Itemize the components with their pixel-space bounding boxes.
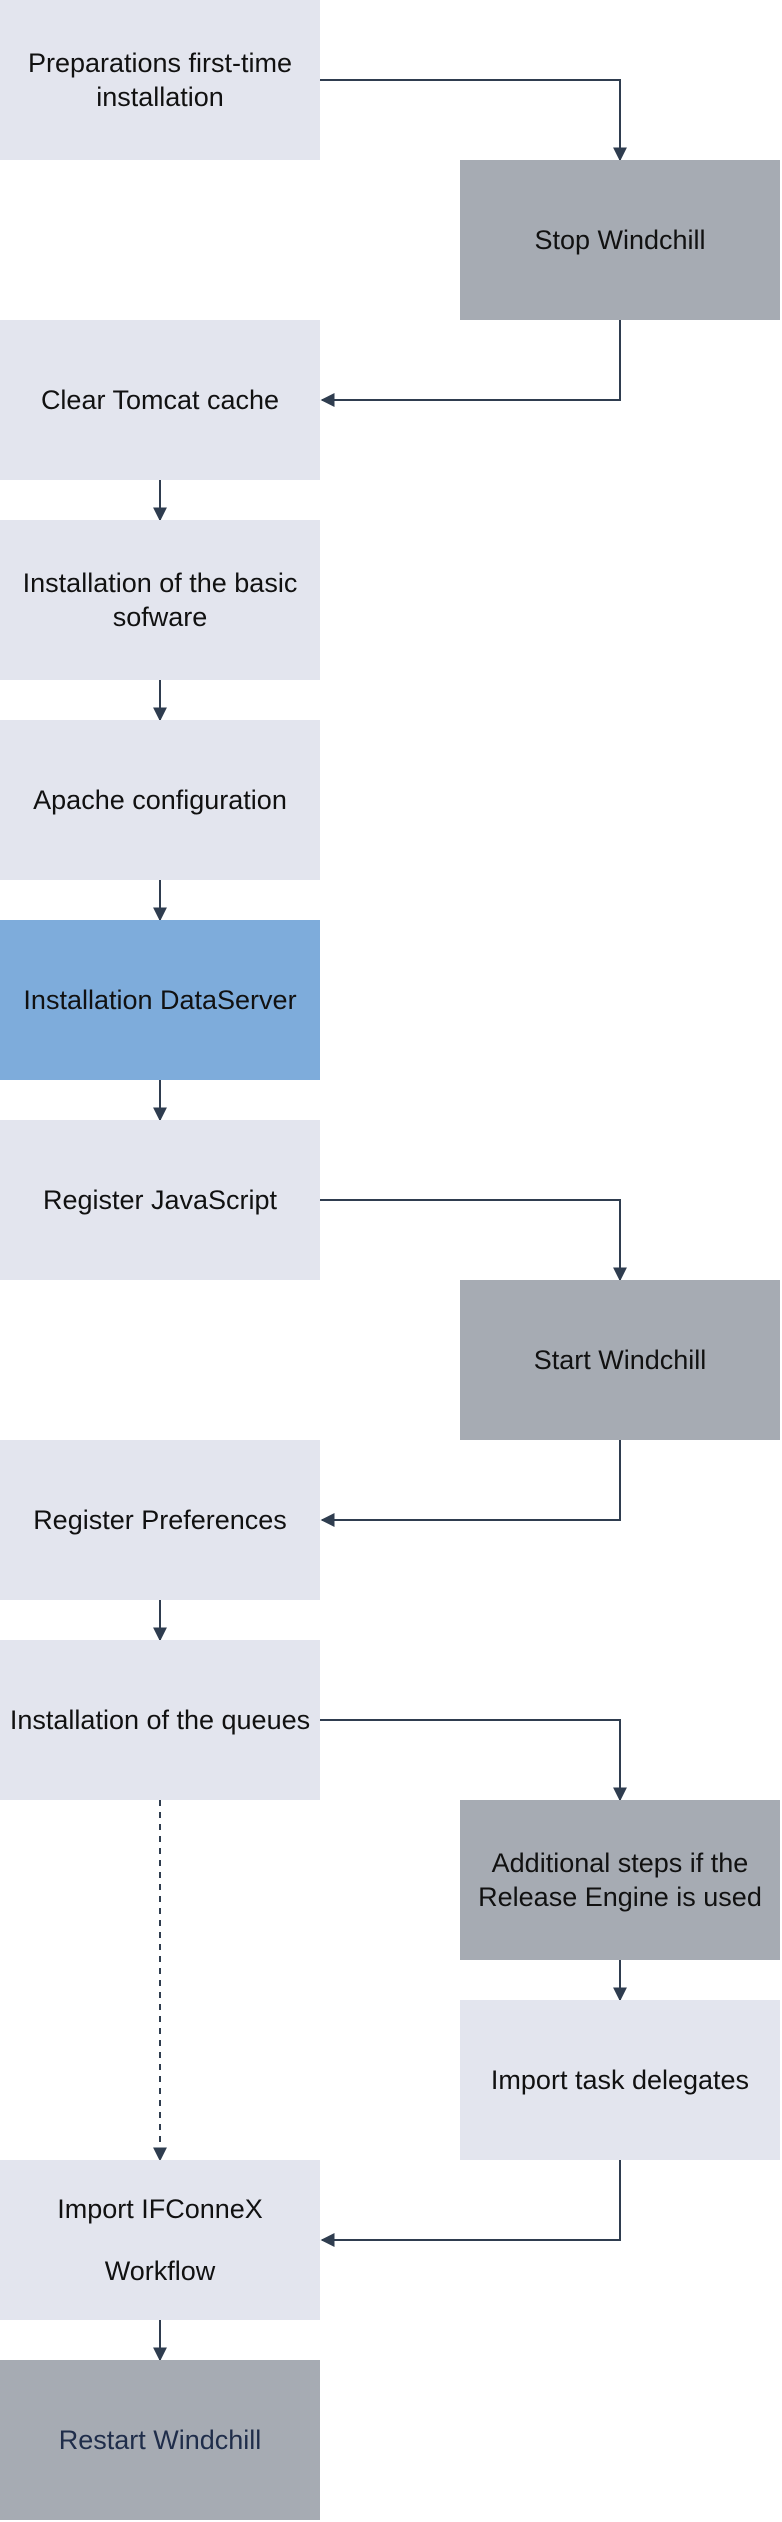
arrow-javascript-to-start [320,1199,627,1282]
step-import-task-delegates-label: Import task delegates [490,2065,750,2095]
step-basic-software-label: Installation of the basic sofware [22,568,298,632]
step-installation-dataserver: Installation DataServer [0,920,320,1080]
step-installation-queues-label: Installation of the queues [9,1705,311,1735]
step-import-workflow-line1: Import IFConneX [57,2194,263,2224]
arrow-start-to-preferences [320,1440,621,1527]
step-import-task-delegates: Import task delegates [460,2000,780,2160]
step-release-engine-label: Additional steps if the Release Engine i… [478,1848,762,1912]
step-stop-windchill-label: Stop Windchill [534,225,706,255]
step-import-workflow-text: Import IFConneX Workflow [57,2192,263,2288]
step-installation-dataserver-label: Installation DataServer [23,985,297,1015]
step-restart-windchill: Restart Windchill [0,2360,320,2520]
step-import-workflow: Import IFConneX Workflow [0,2160,320,2320]
step-stop-windchill: Stop Windchill [460,160,780,320]
step-apache-configuration-label: Apache configuration [33,785,287,815]
arrow-stop-to-tomcat [320,320,621,407]
step-apache-configuration: Apache configuration [0,720,320,880]
step-preparations-label: Preparations first-time installation [27,48,293,112]
arrow-queues-to-release-engine [320,1719,627,1802]
arrow-prep-to-stop [320,79,627,162]
arrow-task-delegates-to-workflow [320,2160,621,2247]
step-register-javascript-label: Register JavaScript [42,1185,278,1215]
step-start-windchill: Start Windchill [460,1280,780,1440]
step-preparations: Preparations first-time installation [0,0,320,160]
step-release-engine: Additional steps if the Release Engine i… [460,1800,780,1960]
step-import-workflow-line2: Workflow [104,2256,216,2286]
step-clear-tomcat-cache: Clear Tomcat cache [0,320,320,480]
step-basic-software: Installation of the basic sofware [0,520,320,680]
step-installation-queues: Installation of the queues [0,1640,320,1800]
step-start-windchill-label: Start Windchill [533,1345,707,1375]
step-register-javascript: Register JavaScript [0,1120,320,1280]
step-clear-tomcat-cache-label: Clear Tomcat cache [40,385,280,415]
step-register-preferences-label: Register Preferences [33,1505,287,1535]
step-restart-windchill-label: Restart Windchill [58,2425,262,2455]
step-register-preferences: Register Preferences [0,1440,320,1600]
